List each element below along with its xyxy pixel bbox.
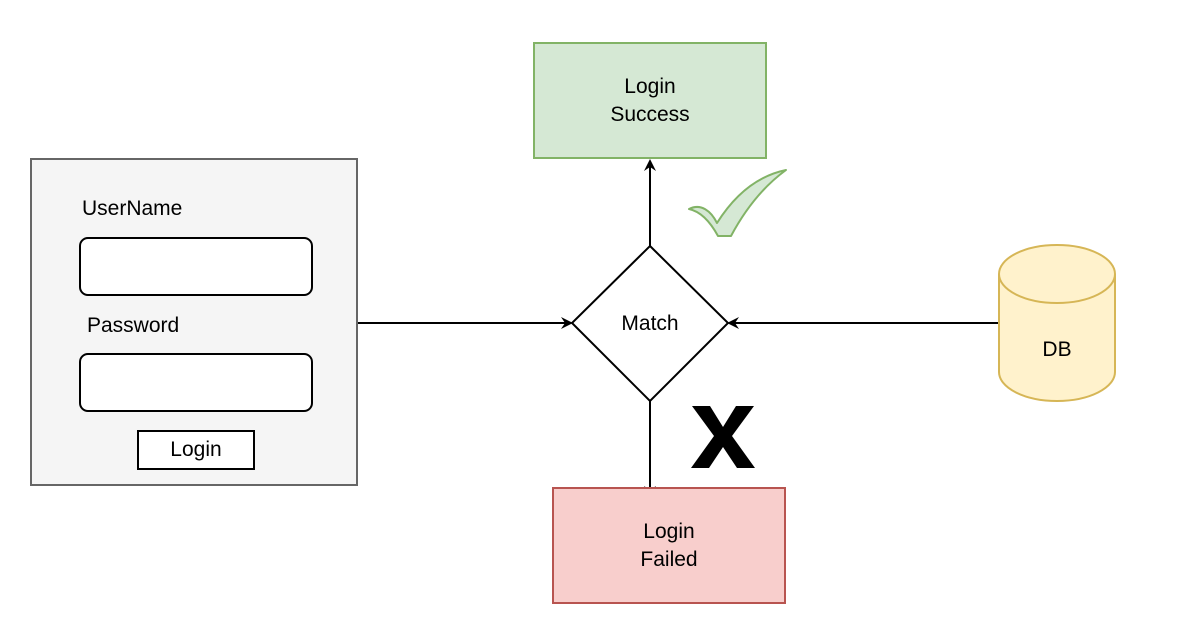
checkmark-icon bbox=[688, 169, 787, 237]
match-label: Match bbox=[621, 312, 679, 335]
login-form-panel: UserName Password Login bbox=[30, 158, 358, 486]
login-failed-line1: Login bbox=[643, 519, 695, 543]
match-diamond bbox=[570, 244, 730, 403]
login-success-box: Login Success bbox=[533, 42, 767, 159]
db-label: DB bbox=[1042, 338, 1072, 361]
login-failed-line2: Failed bbox=[640, 547, 698, 571]
db-cylinder bbox=[998, 244, 1116, 402]
password-field[interactable] bbox=[79, 353, 313, 412]
login-failed-box: Login Failed bbox=[552, 487, 786, 604]
login-success-line1: Login bbox=[624, 74, 676, 98]
username-label: UserName bbox=[82, 197, 183, 220]
password-label: Password bbox=[87, 314, 180, 337]
username-field[interactable] bbox=[79, 237, 313, 296]
x-mark-icon bbox=[691, 406, 755, 468]
login-success-line2: Success bbox=[610, 102, 690, 126]
login-button[interactable]: Login bbox=[137, 430, 255, 470]
